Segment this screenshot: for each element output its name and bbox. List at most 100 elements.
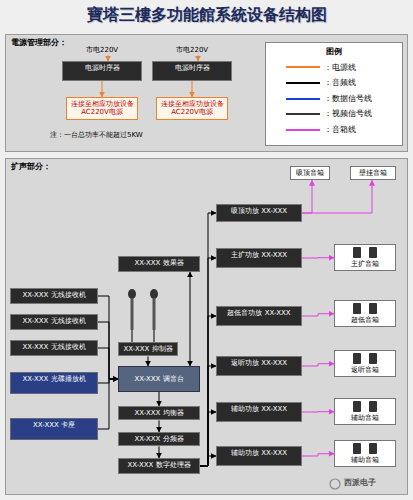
power-amplifier: 超低音功放 XX-XXX — [216, 306, 302, 326]
legend-swatch — [286, 66, 320, 68]
legend-swatch — [286, 82, 320, 84]
signal-connector — [148, 356, 149, 366]
signal-connector — [302, 364, 334, 366]
signal-connector — [200, 412, 216, 466]
node-text: XX-XXX 光碟播放机 — [14, 375, 94, 383]
signal-connector — [200, 258, 216, 466]
wireless-receiver: XX-XXX 无线接收机 — [10, 288, 98, 304]
crossover: XX-XXX 分频器 — [118, 432, 200, 446]
legend-row: ：电源线 — [272, 63, 396, 73]
power-amplifier: 辅助功放 XX-XXX — [216, 446, 302, 466]
signal-connector — [200, 213, 216, 466]
speaker-icons — [338, 401, 392, 412]
speaker-icon — [369, 353, 377, 364]
mixing-console: XX-XXX 调音台 — [118, 366, 200, 392]
watermark: 西派电子 — [344, 478, 406, 488]
wireless-receiver: XX-XXX 无线接收机 — [10, 340, 98, 356]
node-text: 辅助音箱 — [338, 414, 392, 422]
wireless-receiver: XX-XXX 无线接收机 — [10, 314, 98, 330]
signal-connector — [200, 456, 216, 466]
signal-connector — [192, 81, 193, 97]
microphone — [150, 289, 158, 342]
node-text: XX-XXX 调音台 — [122, 375, 196, 383]
node-text: 辅助音箱 — [338, 456, 392, 464]
legend-row: ：音箱线 — [272, 125, 396, 135]
node-text: XX-XXX 分频器 — [122, 435, 196, 443]
audio-processor: XX-XXX 数字处理器 — [118, 458, 200, 474]
speaker-icon — [369, 443, 377, 454]
node-text: 返听功放 XX-XXX — [220, 359, 298, 367]
node-text: 连接至相应功放设备AC220V电源 — [70, 100, 134, 117]
legend-swatch — [286, 129, 320, 131]
speaker-icon — [369, 401, 377, 412]
legend-text: ：音箱线 — [324, 125, 356, 135]
node-text: 辅助功放 XX-XXX — [220, 449, 298, 457]
legend-text: ：电源线 — [324, 63, 356, 73]
legend-text: ：视频信号线 — [324, 109, 372, 119]
power-outlet-box: 连接至相应功放设备AC220V电源 — [66, 97, 138, 120]
legend-row: ：视频信号线 — [272, 109, 396, 119]
node-text: XX-XXX 无线接收机 — [14, 291, 94, 299]
power-outlet-box: 连接至相应功放设备AC220V电源 — [156, 97, 228, 120]
watermark-icon — [330, 479, 340, 489]
node-text: XX-XXX 无线接收机 — [14, 343, 94, 351]
signal-connector — [98, 348, 118, 379]
equalizer: XX-XXX 均衡器 — [118, 406, 200, 420]
power-amplifier: 辅助功放 XX-XXX — [216, 402, 302, 422]
speaker-pair: 辅助音箱 — [334, 440, 396, 467]
effects-unit: XX-XXX 效果器 — [118, 256, 200, 272]
panel-ground — [5, 34, 408, 152]
diagram-title: 寶塔三樓多功能館系統设备结构图 — [0, 5, 413, 26]
node-text: XX-XXX 数字处理器 — [122, 461, 196, 469]
node-text: 壁挂音箱 — [354, 169, 392, 177]
speaker-icon — [369, 303, 377, 314]
node-text: 超低音功放 XX-XXX — [220, 309, 298, 317]
node-text: 电源时序器 — [156, 64, 228, 72]
disc-player: XX-XXX 光碟播放机 — [10, 372, 98, 394]
power-sequencer: 电源时序器 — [62, 61, 142, 81]
speaker-icons — [338, 303, 392, 314]
legend-row: ：音频线 — [272, 78, 396, 88]
note-text: 注：一台总功率不能超过5KW — [50, 131, 250, 139]
node-text: XX-XXX 均衡器 — [122, 409, 196, 417]
node-text: 超低音箱 — [338, 316, 392, 324]
signal-connector — [102, 81, 103, 97]
node-text: XX-XXX 无线接收机 — [14, 317, 94, 325]
power-input-label: 市电220V — [84, 45, 132, 55]
speaker-icons — [338, 247, 392, 258]
signal-connector — [200, 366, 216, 466]
signal-connector — [159, 420, 160, 432]
speaker-pair: 超低音箱 — [334, 300, 396, 327]
speaker-icon — [353, 303, 361, 314]
node-text: 市电220V — [86, 46, 130, 54]
speaker-pair: 主扩音箱 — [334, 244, 396, 271]
speaker-icon — [353, 401, 361, 412]
node-text: 市电220V — [176, 46, 220, 54]
signal-connector — [302, 257, 334, 258]
section-heading: 扩声部分： — [11, 162, 402, 172]
legend-swatch — [286, 113, 320, 115]
node-text: 吸顶音箱 — [294, 169, 326, 177]
speaker-icons — [338, 353, 392, 364]
node-text: XX-XXX 卡座 — [14, 421, 94, 429]
signal-connector — [159, 392, 160, 406]
speaker-icon — [353, 353, 361, 364]
signal-connector — [98, 296, 118, 379]
signal-connector — [98, 379, 118, 383]
node-text: 吸顶功放 XX-XXX — [220, 207, 298, 215]
signal-connector — [190, 272, 191, 366]
power-sequencer: 电源时序器 — [152, 61, 232, 81]
speaker-pair: 返听音箱 — [334, 350, 396, 377]
node-text: 主扩音箱 — [338, 260, 392, 268]
legend-swatch — [286, 98, 320, 100]
node-text: 主扩功放 XX-XXX — [220, 251, 298, 259]
wall-speaker: 壁挂音箱 — [350, 166, 396, 180]
cassette-deck: XX-XXX 卡座 — [10, 418, 98, 440]
node-text: XX-XXX 效果器 — [122, 259, 196, 267]
legend-row: ：数据信号线 — [272, 94, 396, 104]
node-text: 返听音箱 — [338, 366, 392, 374]
speaker-icon — [369, 247, 377, 258]
feedback-suppressor: XX-XXX 抑制器 — [118, 342, 178, 356]
speaker-icon — [353, 247, 361, 258]
node-text: 连接至相应功放设备AC220V电源 — [160, 100, 224, 117]
